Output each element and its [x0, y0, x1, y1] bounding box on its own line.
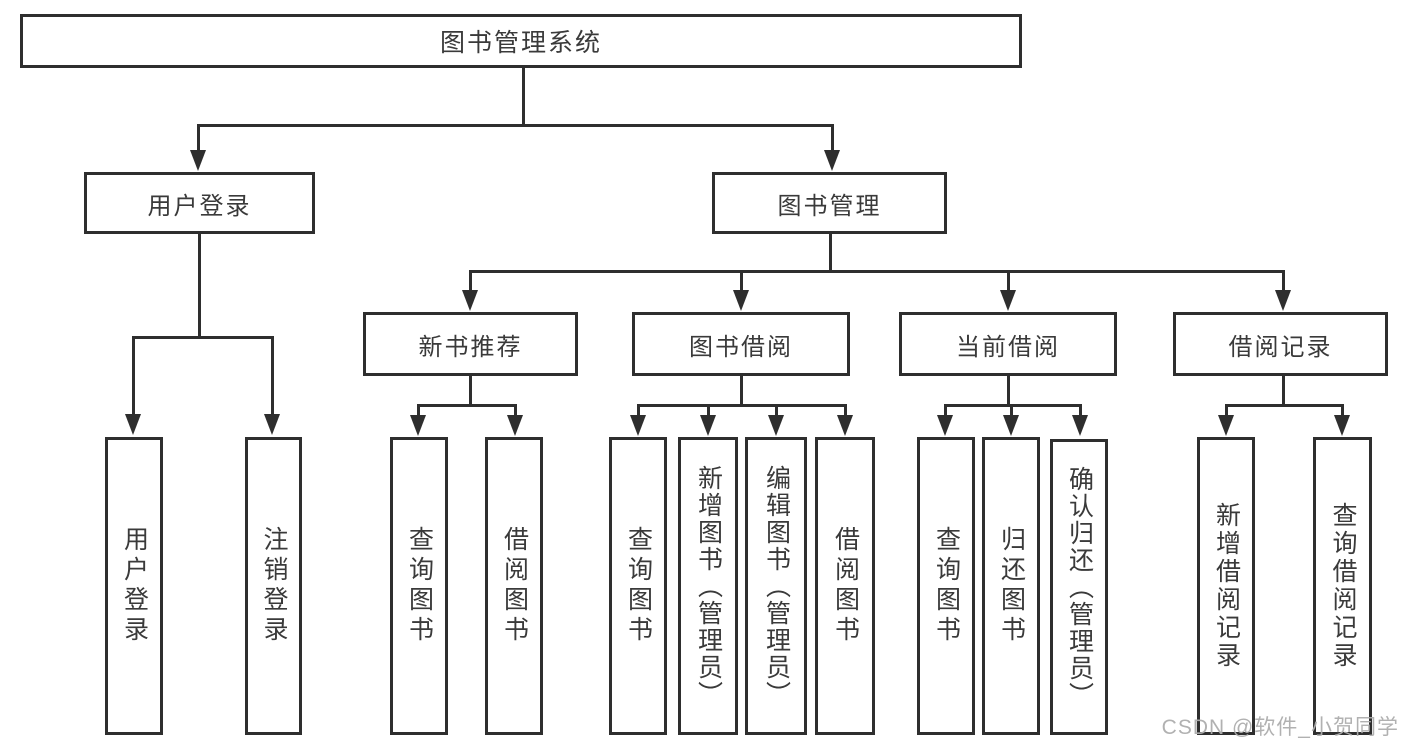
csdn-watermark: CSDN @软件_小贺同学 — [1161, 716, 1399, 739]
arrowhead-to-borrow-book-1 — [507, 415, 523, 436]
arrowhead-to-borrow-records — [1275, 290, 1291, 311]
connector-bookborrow-bar — [637, 404, 847, 407]
node-current-borrow: 当前借阅 — [899, 312, 1117, 376]
connector-leaf-drop-b4 — [844, 404, 847, 420]
connector-leaf-drop-c2 — [1010, 404, 1013, 420]
arrowhead-to-leaf-user-login — [125, 414, 141, 435]
connector-book-mgmt-stem — [829, 233, 832, 273]
connector-user-login-stem — [198, 233, 201, 339]
connector-leaf-drop-c1 — [944, 404, 947, 420]
connector-bookborrow-stem — [740, 375, 743, 407]
connector-l3-drop-2 — [740, 270, 743, 297]
arrowhead-to-query-record — [1334, 415, 1350, 436]
connector-leaf-drop-a2 — [514, 404, 517, 420]
connector-leaf-drop-d2 — [1341, 404, 1344, 420]
connector-leaf-drop-b1 — [637, 404, 640, 420]
arrowhead-to-book-borrow — [733, 290, 749, 311]
connector-newbook-stem — [469, 375, 472, 407]
arrowhead-to-current-borrow — [1000, 290, 1016, 311]
arrowhead-to-user-login — [190, 150, 206, 171]
arrowhead-to-add-record — [1218, 415, 1234, 436]
connector-l2-right-drop — [831, 124, 834, 156]
connector-leaf-drop-b3 — [775, 404, 778, 420]
connector-currentborrow-bar — [944, 404, 1082, 407]
connector-l3-drop-3 — [1007, 270, 1010, 297]
leaf-query-book-3: 查询图书 — [917, 437, 975, 735]
node-new-book-recommend: 新书推荐 — [363, 312, 578, 376]
leaf-user-login: 用户登录 — [105, 437, 163, 735]
leaf-query-borrow-record: 查询借阅记录 — [1313, 437, 1372, 735]
arrowhead-to-edit-book — [768, 415, 784, 436]
node-borrow-records: 借阅记录 — [1173, 312, 1388, 376]
connector-leaf-drop-d1 — [1225, 404, 1228, 420]
arrowhead-to-book-mgmt — [824, 150, 840, 171]
leaf-return-book: 归还图书 — [982, 437, 1040, 735]
arrowhead-to-leaf-logout — [264, 414, 280, 435]
arrowhead-to-new-book-rec — [462, 290, 478, 311]
node-root: 图书管理系统 — [20, 14, 1022, 68]
arrowhead-to-borrow-book-2 — [837, 415, 853, 436]
leaf-edit-book-admin: 编辑图书（管理员） — [745, 437, 807, 735]
connector-l3-drop-1 — [469, 270, 472, 297]
leaf-query-book-2: 查询图书 — [609, 437, 667, 735]
connector-root-stem — [522, 66, 525, 126]
connector-leaf-drop-c3 — [1079, 404, 1082, 420]
connector-newbook-bar — [417, 404, 517, 407]
node-book-borrow: 图书借阅 — [632, 312, 850, 376]
arrowhead-to-confirm-return — [1072, 415, 1088, 436]
connector-records-stem — [1282, 375, 1285, 407]
connector-leaf-drop-logout — [271, 336, 274, 421]
leaf-query-book-1: 查询图书 — [390, 437, 448, 735]
arrowhead-to-query-book-1 — [410, 415, 426, 436]
connector-leaf-drop-user-login — [132, 336, 135, 421]
leaf-add-borrow-record: 新增借阅记录 — [1197, 437, 1255, 735]
connector-l3-bar — [469, 270, 1285, 273]
leaf-borrow-book-1: 借阅图书 — [485, 437, 543, 735]
arrowhead-to-add-book — [700, 415, 716, 436]
leaf-confirm-return-admin: 确认归还（管理员） — [1050, 439, 1108, 735]
node-user-login: 用户登录 — [84, 172, 315, 234]
arrowhead-to-return-book — [1003, 415, 1019, 436]
connector-records-bar — [1225, 404, 1344, 407]
connector-currentborrow-stem — [1007, 375, 1010, 407]
arrowhead-to-query-book-3 — [937, 415, 953, 436]
connector-l2-bar — [197, 124, 834, 127]
arrowhead-to-query-book-2 — [630, 415, 646, 436]
leaf-add-book-admin: 新增图书（管理员） — [678, 437, 738, 735]
connector-leaf-drop-b2 — [707, 404, 710, 420]
node-book-management: 图书管理 — [712, 172, 947, 234]
leaf-borrow-book-2: 借阅图书 — [815, 437, 875, 735]
leaf-logout: 注销登录 — [245, 437, 302, 735]
connector-l2-left-drop — [197, 124, 200, 156]
connector-leaf-drop-a1 — [417, 404, 420, 420]
connector-l3-drop-4 — [1282, 270, 1285, 297]
connector-user-login-bar — [132, 336, 274, 339]
